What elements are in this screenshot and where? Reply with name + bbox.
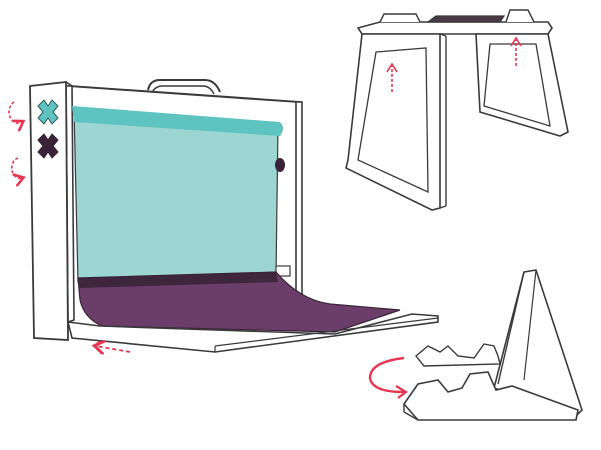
teal-roll (72, 106, 283, 136)
tablet-easel-stand (368, 269, 583, 421)
table-top (356, 21, 553, 35)
photo-lightbox-frame (8, 79, 439, 353)
carry-handle (147, 79, 221, 93)
teal-x-knob-icon (37, 99, 59, 125)
slide-arrow-icon (96, 346, 131, 352)
top-tray (426, 15, 506, 23)
rear-rail (415, 343, 501, 367)
folding-table-stand (345, 9, 569, 211)
purple-x-knob-icon (37, 133, 59, 159)
rotate-arrow-icon (368, 356, 405, 394)
front-base (402, 371, 579, 421)
left-side-panel (29, 80, 69, 341)
purple-sweep (77, 271, 401, 333)
rotate-arrow-icon (8, 101, 22, 123)
teal-backdrop (73, 109, 279, 283)
rotate-arrow-icon (11, 157, 22, 178)
base-tray (66, 313, 439, 353)
roll-knob (275, 158, 285, 172)
